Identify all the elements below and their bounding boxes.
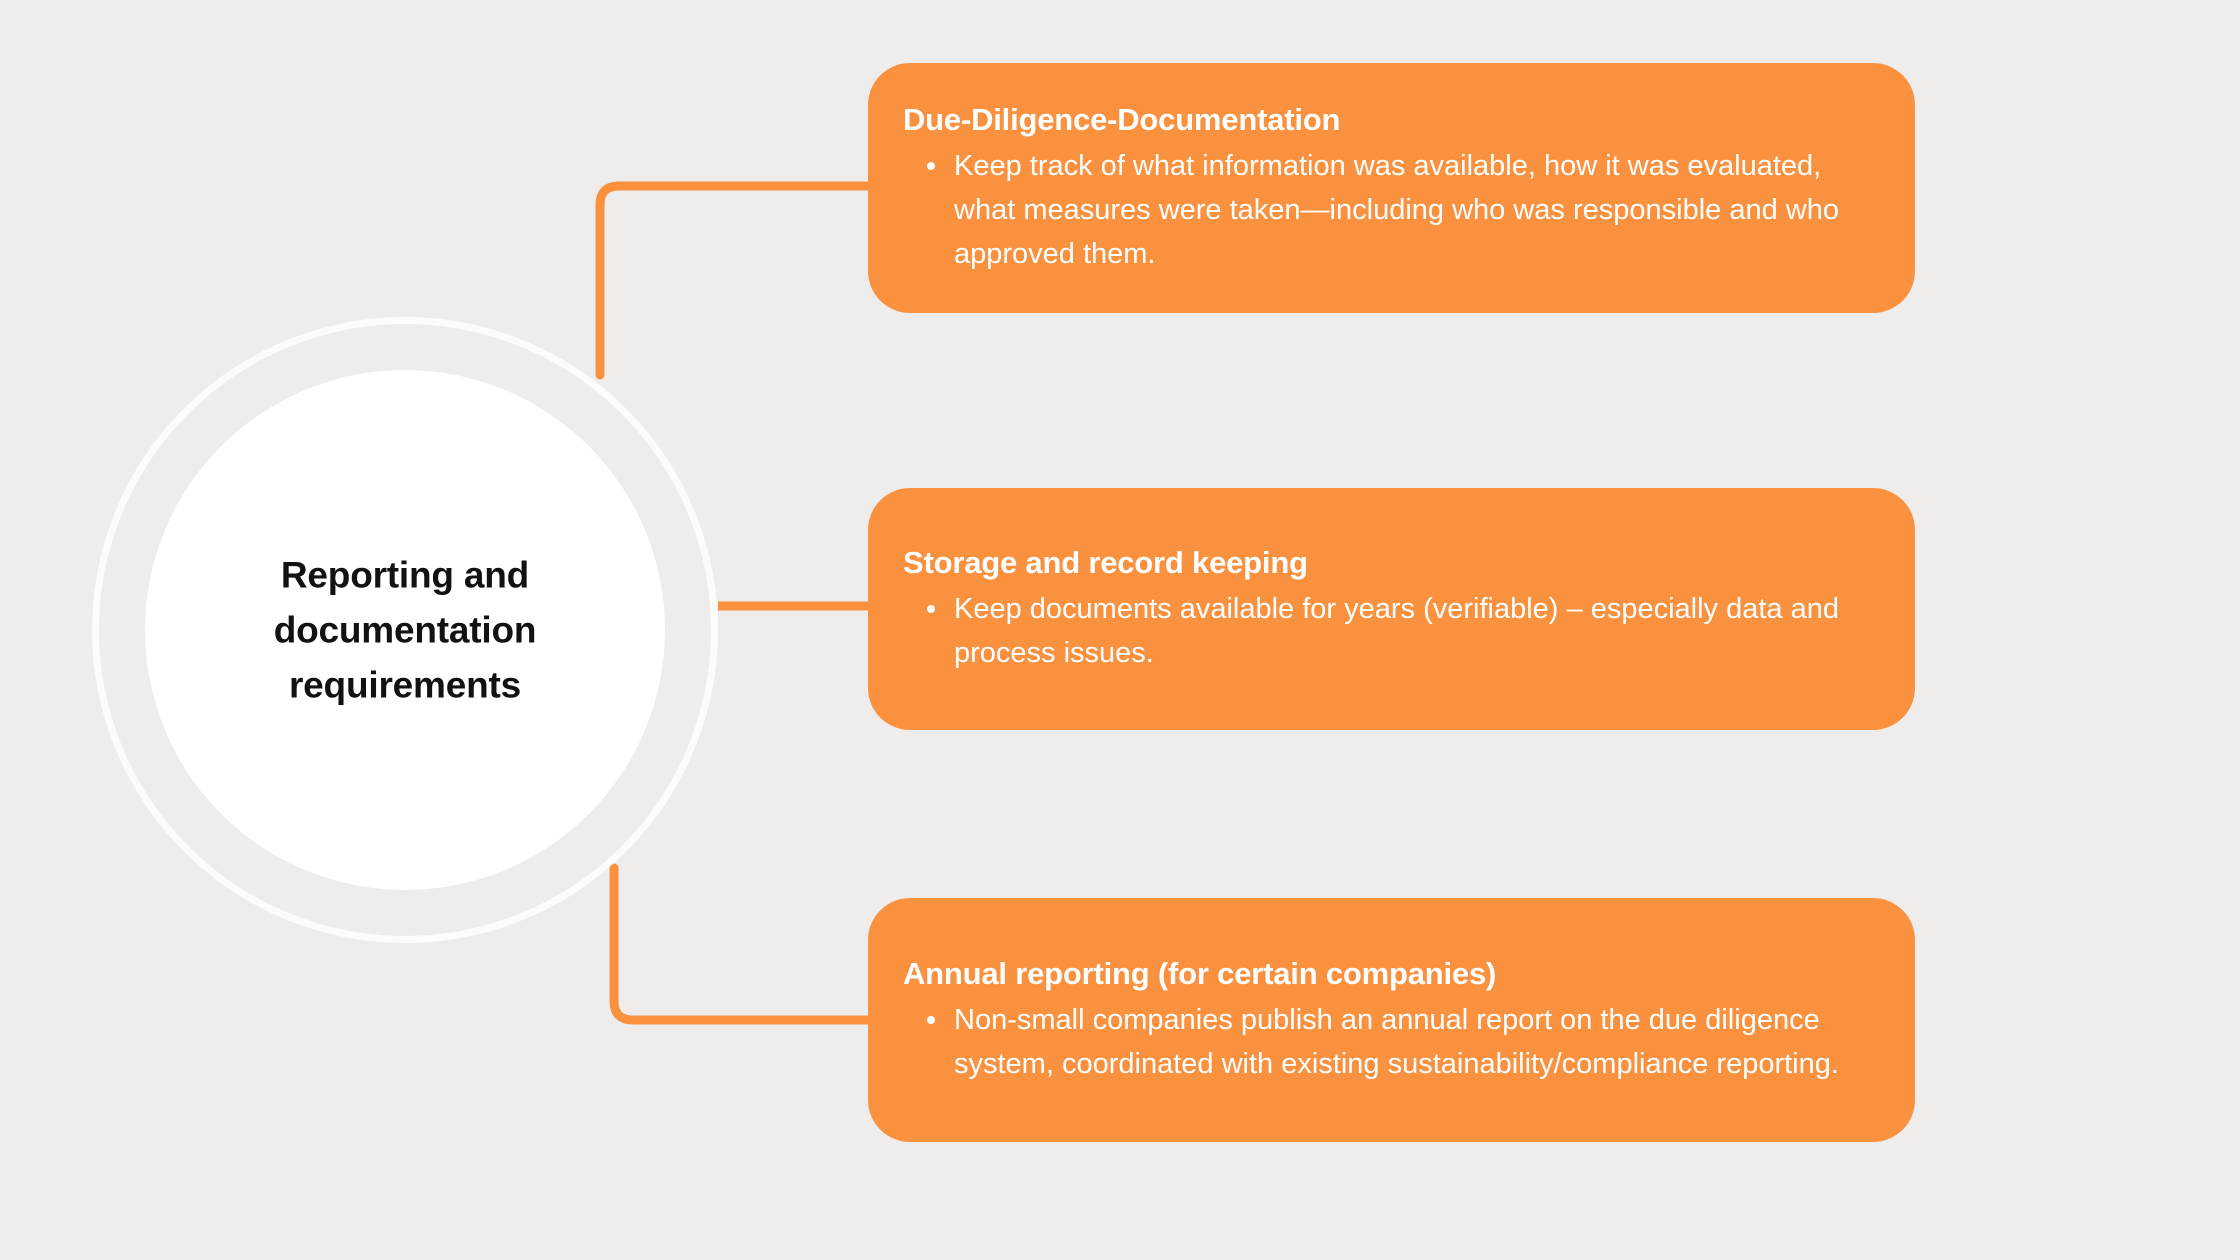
- bullet-dot-icon: [927, 162, 935, 170]
- list-item-text: Keep documents available for years (veri…: [954, 593, 1839, 669]
- branch-card-1[interactable]: Due-Diligence-Documentation Keep track o…: [868, 63, 1915, 313]
- branch-card-3-list: Non-small companies publish an annual re…: [896, 998, 1887, 1086]
- bullet-dot-icon: [927, 1016, 935, 1024]
- bullet-dot-icon: [927, 605, 935, 613]
- list-item: Keep track of what information was avail…: [927, 144, 1887, 276]
- hub-label: Reporting and documentation requirements: [273, 554, 537, 706]
- list-item: Keep documents available for years (veri…: [927, 587, 1887, 675]
- hub-node[interactable]: Reporting and documentation requirements: [92, 317, 718, 943]
- list-item-text: Non-small companies publish an annual re…: [954, 1004, 1839, 1080]
- hub-disc: Reporting and documentation requirements: [145, 370, 665, 890]
- branch-card-3[interactable]: Annual reporting (for certain companies)…: [868, 898, 1915, 1142]
- branch-card-2-heading: Storage and record keeping: [903, 545, 1308, 580]
- branch-card-1-list: Keep track of what information was avail…: [896, 144, 1887, 276]
- branch-card-1-heading: Due-Diligence-Documentation: [903, 102, 1341, 137]
- branch-card-2[interactable]: Storage and record keeping Keep document…: [868, 488, 1915, 730]
- list-item-text: Keep track of what information was avail…: [954, 150, 1839, 270]
- list-item: Non-small companies publish an annual re…: [927, 998, 1887, 1086]
- branch-card-3-heading: Annual reporting (for certain companies): [903, 956, 1497, 991]
- branch-card-2-list: Keep documents available for years (veri…: [896, 587, 1887, 675]
- hub-outer-ring: [92, 317, 718, 943]
